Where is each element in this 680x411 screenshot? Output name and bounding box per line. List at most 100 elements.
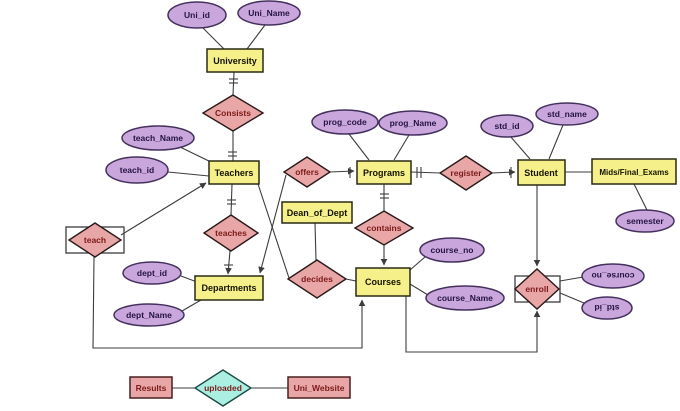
relationship-contains-label: contains [367,223,402,233]
attribute-std-name-label: std_name [547,109,587,119]
attribute-enroll-course-no-label: course_no [592,271,635,281]
std-id-ellipse [480,114,534,138]
offers-diamond [282,156,332,188]
attribute-uni-id-label: Uni_id [184,10,210,20]
attribute-prog-code-label: prog_code [323,117,367,127]
entity-courses: Courses [355,267,411,297]
wire-teach-teachers [120,182,207,236]
wire-courses-enroll-route [405,296,541,353]
attribute-uni-name-label: Uni_Name [248,8,290,18]
entity-dean-of-dept-label: Dean_of_Dept [287,208,348,218]
wire-decides-courses [345,278,357,282]
decides-diamond [286,259,348,299]
connectors [92,24,648,389]
wire-teachid-teachers [167,171,210,177]
teach-name-ellipse [121,125,195,151]
wire-enroll-stdid [559,292,585,304]
wire-enroll-courseno [559,276,584,282]
wire-offers-departments [258,174,287,274]
relationship-teaches-label: teaches [215,228,247,238]
entity-teachers-label: Teachers [215,168,254,178]
entity-student: Student [517,159,566,186]
departments-box [194,275,264,301]
teaches-diamond [202,214,260,252]
wire-progcode-programs [348,133,370,161]
attribute-prog-name-label: prog_Name [390,118,437,128]
entity-student-label: Student [524,168,558,178]
attribute-course-name-label: course_Name [437,293,493,303]
uni-name-ellipse [237,0,301,26]
attribute-teach-name: teach_Name [121,125,195,151]
wire-teachname-teachers [179,146,214,164]
attribute-uni-id: Uni_id [167,1,227,29]
attribute-enroll-course-no: course_no [581,263,645,289]
attribute-prog-name: prog_Name [378,110,448,136]
programs-box [356,160,412,185]
relationship-teaches: teaches [202,214,260,252]
relationship-uploaded-label: uploaded [204,383,242,393]
relationship-decides: decides [286,259,348,299]
entity-programs-label: Programs [363,168,405,178]
attribute-semester: semester [615,209,675,233]
teachers-box [208,160,260,185]
results-box [129,376,173,399]
enroll-course-no-ellipse [581,263,645,289]
attribute-std-name: std_name [535,102,599,126]
enroll-std-id-ellipse [581,296,633,320]
relationship-enroll-label: enroll [525,284,548,294]
entity-university: University [206,48,264,73]
entity-results-label: Results [136,383,167,393]
register-diamond [438,155,494,191]
wire-stdname-student [548,124,564,160]
attribute-prog-code: prog_code [311,109,379,135]
attribute-uni-name: Uni_Name [237,0,301,26]
entity-teachers: Teachers [208,160,260,185]
student-box [517,159,566,186]
relationship-uploaded: uploaded [193,369,253,407]
attribute-enroll-std-id: std_id [581,296,633,320]
dept-name-ellipse [113,303,185,327]
entity-uni-website-label: Uni_Website [294,383,345,393]
relationship-register: register [438,155,494,191]
teach-diamond [67,222,123,258]
relationship-offers: offers [282,156,332,188]
relationship-teach-label: teach [84,235,106,245]
wire-coursename-courses [409,283,429,296]
wire-dean-decides [314,222,317,261]
wire-programs-register [410,171,441,174]
attribute-course-no-label: course_no [431,245,474,255]
uni-website-box [287,376,351,399]
attribute-dept-id: dept_id [122,261,182,285]
consists-diamond [201,94,265,132]
entity-dean-of-dept: Dean_of_Dept [281,201,353,224]
teach-id-ellipse [105,156,169,184]
entity-mids-final-exams-label: Mids/Final_Exams [599,168,669,177]
attribute-teach-id: teach_id [105,156,169,184]
attribute-course-no: course_no [419,237,485,263]
attribute-course-name: course_Name [425,285,505,311]
semester-ellipse [615,209,675,233]
prog-name-ellipse [378,110,448,136]
wire-courseno-courses [409,256,426,271]
attribute-std-id: std_id [480,114,534,138]
dept-id-ellipse [122,261,182,285]
course-no-ellipse [419,237,485,263]
attribute-teach-id-label: teach_id [120,165,155,175]
university-box [206,48,264,73]
attribute-std-id-label: std_id [494,121,519,131]
dean-of-dept-box [281,201,353,224]
entity-results: Results [129,376,173,399]
uni-id-ellipse [167,1,227,29]
relationship-consists: Consists [201,94,265,132]
entity-mids-final-exams: Mids/Final_Exams [591,158,677,185]
attribute-dept-id-label: dept_id [137,268,167,278]
attribute-dept-name-label: dept_Name [126,310,172,320]
entity-departments: Departments [194,275,264,301]
entity-uni-website: Uni_Website [287,376,351,399]
course-name-ellipse [425,285,505,311]
enroll-diamond [513,268,561,310]
courses-box [355,267,411,297]
entity-departments-label: Departments [201,283,256,293]
relationship-consists-label: Consists [215,108,251,118]
